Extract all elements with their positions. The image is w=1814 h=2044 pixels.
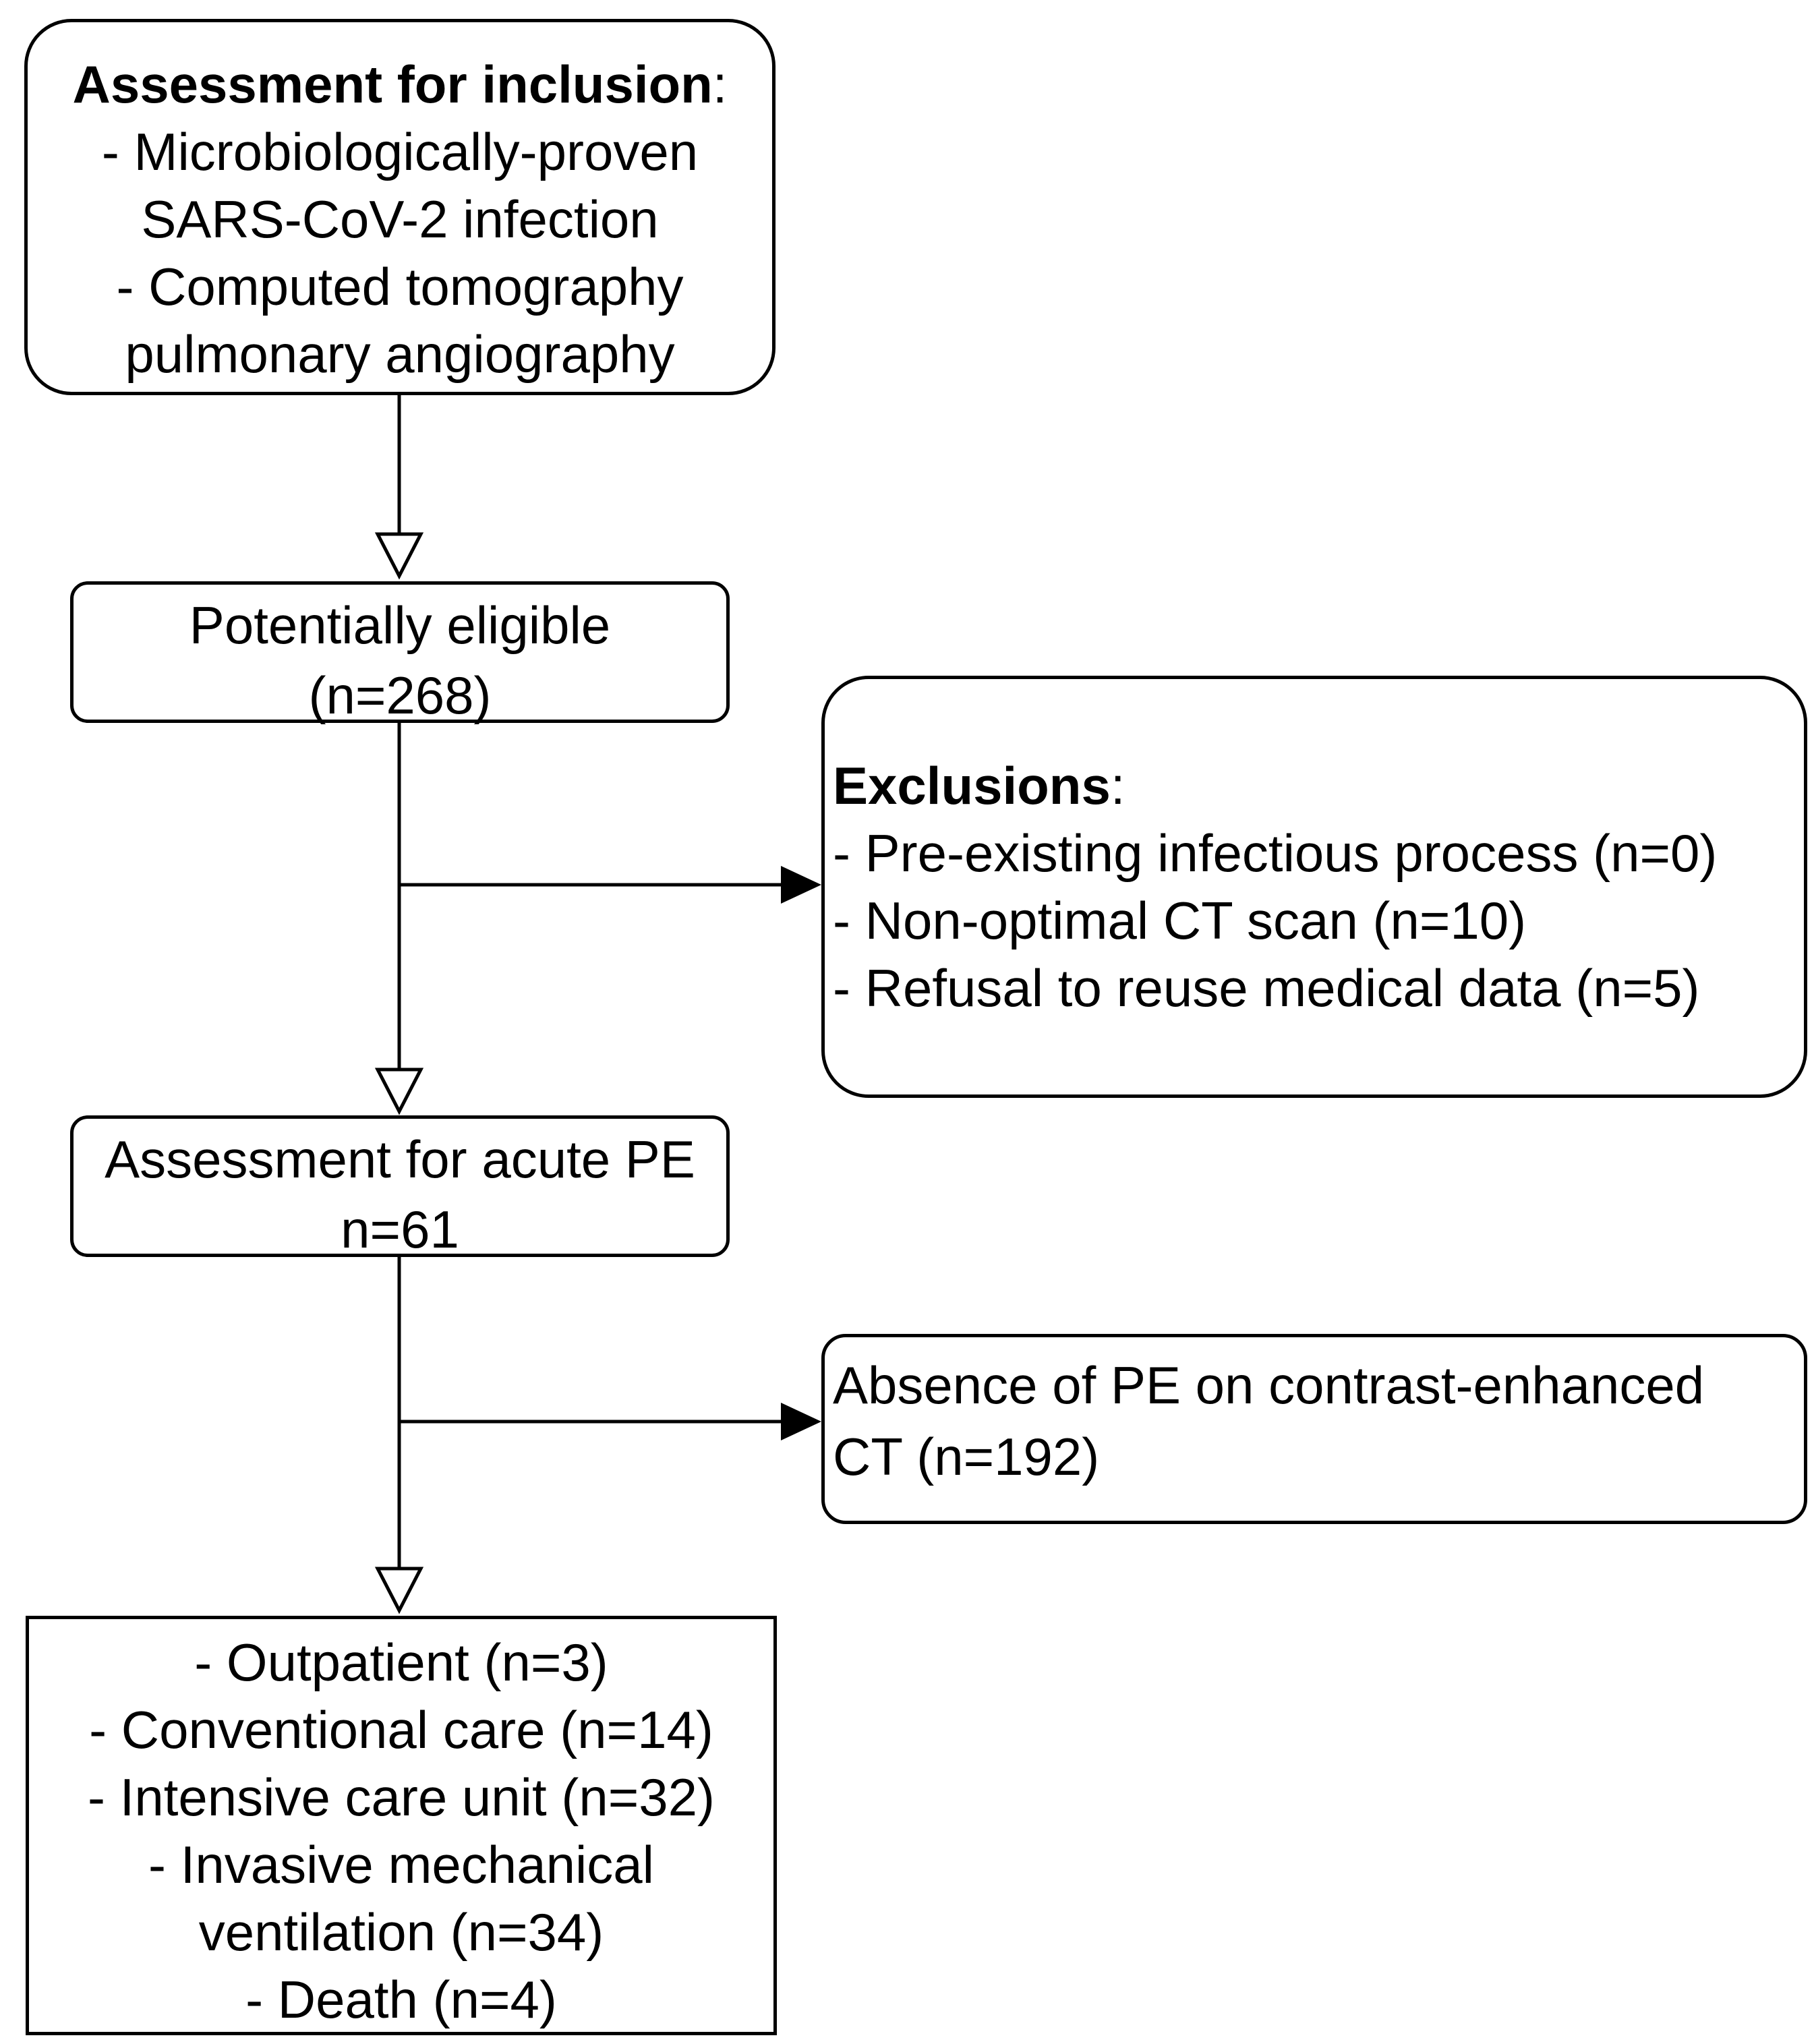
inclusion-item: pulmonary angiography: [125, 324, 675, 384]
exclusion-item: - Pre-existing infectious process (n=0): [833, 823, 1718, 883]
solid-arrowhead-icon: [781, 1403, 821, 1440]
eligible-label: Potentially eligible: [189, 595, 611, 655]
inclusion-item: SARS-CoV-2 infection: [141, 189, 659, 249]
inclusion-heading: Assessment for inclusion: [72, 55, 713, 114]
inclusion-item: - Computed tomography: [116, 257, 684, 316]
exclusions-box: Exclusions: - Pre-existing infectious pr…: [821, 676, 1807, 1098]
exclusion-item: - Non-optimal CT scan (n=10): [833, 891, 1527, 950]
exclusions-heading-line: Exclusions:: [833, 752, 1804, 819]
hollow-arrowhead-icon: [374, 1567, 424, 1614]
outcome-item: ventilation (n=34): [198, 1902, 604, 1962]
absence-count: CT (n=192): [833, 1427, 1100, 1486]
solid-arrowhead-icon: [781, 866, 821, 904]
hollow-arrowhead-icon: [374, 532, 424, 580]
exclusion-item: - Refusal to reuse medical data (n=5): [833, 958, 1700, 1018]
absence-of-pe-box: Absence of PE on contrast-enhanced CT (n…: [821, 1334, 1807, 1524]
outcomes-box: - Outpatient (n=3) - Conventional care (…: [26, 1616, 777, 2035]
inclusion-item: - Microbiologically-proven: [101, 122, 699, 181]
outcome-item: - Intensive care unit (n=32): [88, 1768, 715, 1827]
potentially-eligible-box: Potentially eligible (n=268): [70, 581, 730, 725]
outcome-item: - Outpatient (n=3): [194, 1633, 608, 1692]
inclusion-criteria-box: Assessment for inclusion: - Microbiologi…: [24, 19, 776, 395]
inclusion-heading-colon: :: [712, 55, 728, 114]
acute-pe-assessment-box: Assessment for acute PE n=61: [70, 1115, 730, 1259]
absence-label: Absence of PE on contrast-enhanced: [833, 1355, 1705, 1415]
outcome-item: - Invasive mechanical: [148, 1835, 654, 1894]
exclusions-heading: Exclusions: [833, 756, 1111, 815]
exclusions-heading-colon: :: [1110, 756, 1125, 815]
outcome-item: - Death (n=4): [245, 1970, 557, 2029]
outcome-item: - Conventional care (n=14): [89, 1700, 713, 1759]
acute-count: n=61: [341, 1200, 459, 1259]
eligible-count: (n=268): [308, 666, 492, 725]
acute-label: Assessment for acute PE: [105, 1130, 695, 1189]
hollow-arrowhead-icon: [374, 1068, 424, 1115]
inclusion-heading-line: Assessment for inclusion:: [28, 51, 772, 118]
